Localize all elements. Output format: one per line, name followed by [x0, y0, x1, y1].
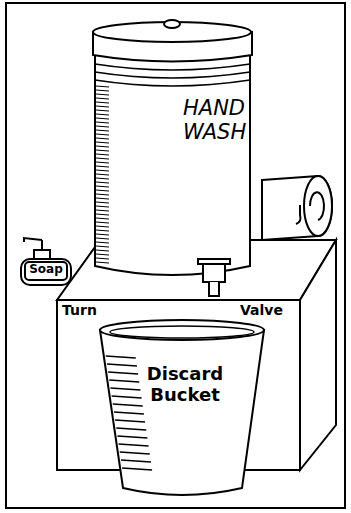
measuring-marks — [106, 356, 152, 470]
node-text: HAND WASH — [183, 96, 245, 144]
node-outline — [85, 14, 260, 304]
discard-bucket: Discard Bucket — [95, 318, 270, 500]
node-text: Discard Bucket — [140, 364, 230, 405]
bucket-rim — [100, 320, 264, 340]
frame — [6, 3, 345, 508]
hand-wash-container: HAND WASH — [85, 14, 260, 304]
container-band — [95, 80, 250, 86]
bucket-body — [100, 330, 264, 495]
measuring-marks — [96, 86, 109, 263]
container-band — [95, 72, 250, 78]
part-label: Valve — [240, 302, 283, 318]
bucket-inner-rim — [110, 326, 254, 338]
lid-knob — [164, 20, 180, 28]
node-text: Soap — [25, 263, 67, 277]
part-label: Turn — [62, 302, 97, 318]
pump-nozzle — [24, 238, 42, 242]
container-band — [95, 64, 250, 70]
soap-bottle — [21, 259, 71, 285]
soap-label-box — [25, 262, 67, 280]
soap-dispenser: Soap — [18, 232, 74, 288]
paper-towel-roll — [262, 176, 332, 240]
valve — [198, 259, 230, 296]
container-body — [95, 55, 250, 275]
node-outline — [95, 318, 270, 500]
node-outline — [18, 232, 74, 288]
